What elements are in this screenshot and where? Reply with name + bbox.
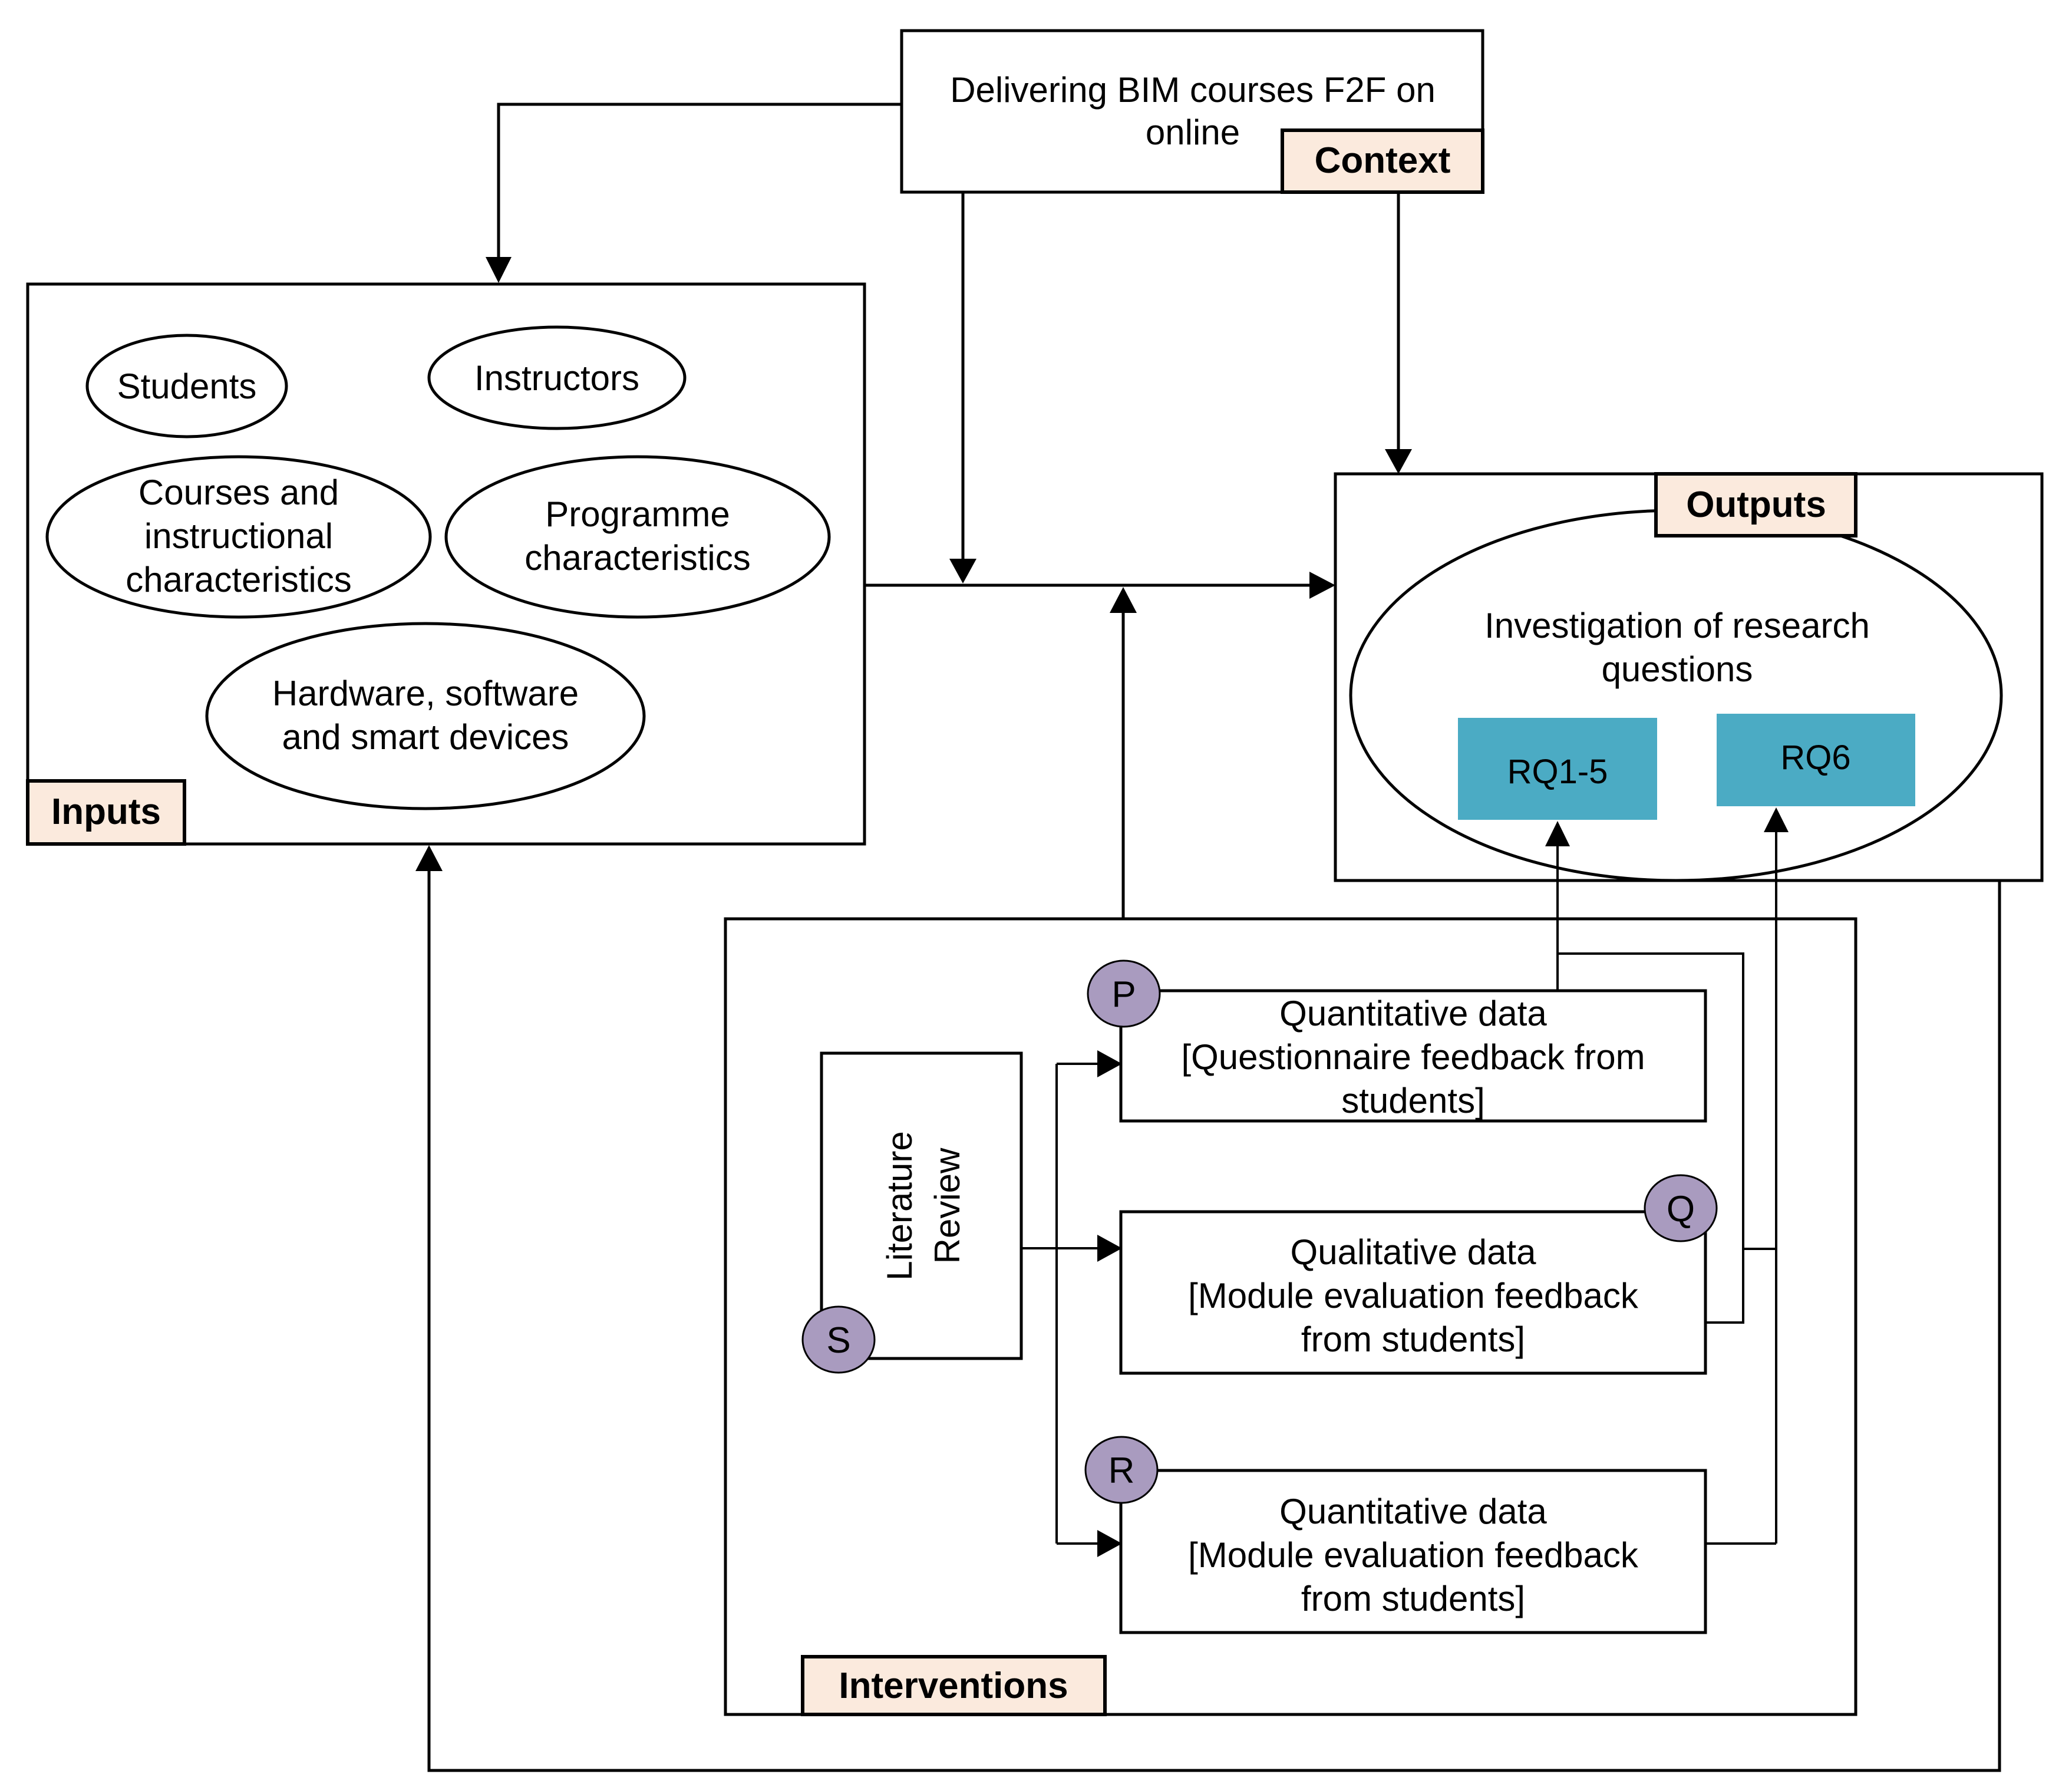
- outputs-panel: Investigation of research questions RQ1-…: [1334, 472, 2044, 882]
- marker-p: P: [1087, 959, 1161, 1028]
- data-box-r: [1119, 1469, 1707, 1634]
- literature-review-label-1: Literature: [880, 1131, 919, 1280]
- marker-q-label: Q: [1667, 1189, 1695, 1229]
- marker-s: S: [801, 1305, 876, 1374]
- marker-s-circle: [801, 1305, 876, 1374]
- arrow-down-icon: [949, 559, 976, 583]
- outputs-tag: [1654, 472, 1857, 537]
- data-box-r-line-1: Quantitative data: [1279, 1492, 1547, 1531]
- interventions-tag-label: Interventions: [839, 1666, 1068, 1706]
- interventions-panel: Literature Review Quantitative data [Que…: [724, 807, 1857, 1716]
- arrow-down-icon: [486, 257, 512, 283]
- marker-r: R: [1084, 1436, 1159, 1504]
- input-courses-label-3: characteristics: [126, 560, 351, 599]
- input-ellipse-hardware: [205, 622, 646, 810]
- investigation-ellipse: [1349, 509, 2003, 882]
- marker-p-label: P: [1111, 974, 1136, 1015]
- data-box-q-line-2: [Module evaluation feedback: [1188, 1276, 1639, 1315]
- marker-r-label: R: [1108, 1450, 1135, 1491]
- data-box-r-line-3: from students]: [1301, 1579, 1525, 1618]
- rq6-box: [1717, 714, 1915, 806]
- arrow-right-icon: [1097, 1530, 1122, 1557]
- outputs-tag-label: Outputs: [1686, 484, 1826, 525]
- marker-p-circle: [1087, 959, 1161, 1028]
- investigation-label-1: Investigation of research: [1484, 606, 1870, 645]
- inputs-panel: Students Instructors Courses and instruc…: [26, 282, 866, 846]
- rq6-label: RQ6: [1780, 738, 1850, 777]
- connector-context-to-inputs: [497, 103, 902, 257]
- connector-lit-branches: [1055, 1063, 1097, 1545]
- input-programme-label-2: characteristics: [524, 538, 750, 578]
- context-text-line-2: online: [1146, 113, 1240, 152]
- data-box-p-line-3: students]: [1341, 1081, 1485, 1120]
- arrow-up-icon: [1545, 821, 1570, 846]
- context-tag: [1281, 128, 1484, 194]
- input-ellipse-programme: [444, 455, 831, 619]
- arrow-right-icon: [1309, 572, 1335, 599]
- data-box-q: [1119, 1210, 1707, 1375]
- input-ellipse-instructors: [427, 325, 687, 430]
- marker-q: Q: [1644, 1174, 1718, 1242]
- data-box-q-line-3: from students]: [1301, 1320, 1525, 1359]
- connectors: [415, 103, 2001, 1772]
- data-box-p: [1119, 989, 1707, 1123]
- input-programme-label-1: Programme: [545, 494, 730, 534]
- inputs-tag: [26, 779, 186, 846]
- input-courses-label-2: instructional: [144, 516, 333, 556]
- marker-s-label: S: [826, 1320, 850, 1361]
- marker-r-circle: [1084, 1436, 1159, 1504]
- context-tag-label: Context: [1315, 140, 1451, 181]
- input-students-label: Students: [117, 367, 257, 406]
- context-panel: Delivering BIM courses F2F on online Con…: [900, 29, 1484, 194]
- input-ellipse-courses: [45, 455, 432, 619]
- connector-feedback-loop: [427, 871, 2001, 1772]
- context-text-line-1: Delivering BIM courses F2F on: [950, 70, 1436, 110]
- data-box-p-line-2: [Questionnaire feedback from: [1181, 1037, 1645, 1077]
- input-hardware-label-2: and smart devices: [282, 717, 569, 757]
- data-box-q-line-1: Qualitative data: [1291, 1232, 1537, 1272]
- rq1-5-box: [1458, 718, 1657, 820]
- arrow-right-icon: [1097, 1050, 1122, 1077]
- connector-q-to-rq1-5: [1558, 952, 1744, 1324]
- literature-review-box: [820, 1051, 1023, 1360]
- connector-q-r-to-rq6: [1705, 832, 1777, 1545]
- data-box-r-line-2: [Module evaluation feedback: [1188, 1535, 1639, 1575]
- arrow-up-icon: [1110, 587, 1137, 613]
- input-courses-label-1: Courses and: [138, 473, 339, 512]
- inputs-tag-label: Inputs: [51, 792, 161, 832]
- input-hardware-label-1: Hardware, software: [272, 674, 579, 713]
- data-box-p-line-1: Quantitative data: [1279, 994, 1547, 1033]
- marker-q-circle: [1644, 1174, 1718, 1242]
- arrow-up-icon: [1764, 807, 1789, 832]
- input-ellipse-students: [85, 334, 288, 438]
- investigation-label-2: questions: [1602, 649, 1753, 689]
- rq1-5-label: RQ1-5: [1507, 753, 1608, 791]
- literature-review-label-2: Review: [928, 1147, 967, 1264]
- interventions-tag: [801, 1655, 1107, 1716]
- arrow-down-icon: [1385, 449, 1412, 474]
- input-instructors-label: Instructors: [474, 358, 639, 398]
- arrow-up-icon: [415, 845, 443, 871]
- arrow-right-icon: [1097, 1235, 1122, 1262]
